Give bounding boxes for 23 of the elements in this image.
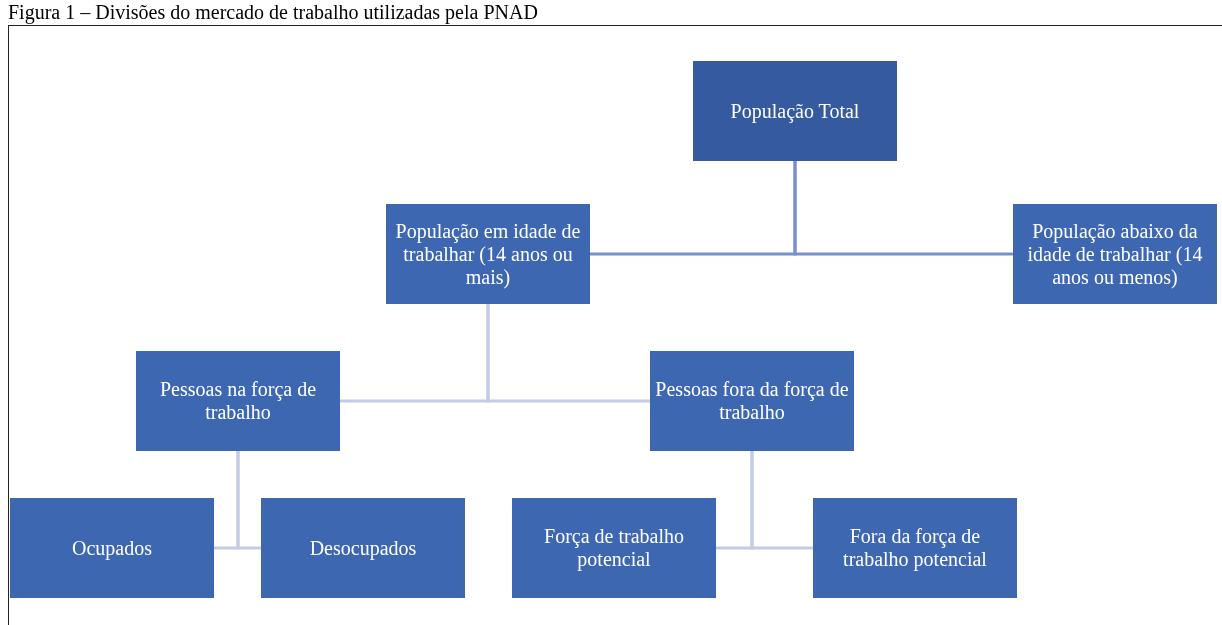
figure-title: Figura 1 – Divisões do mercado de trabalho utilizadas pela PNAD <box>8 0 538 24</box>
category-box <box>650 351 854 451</box>
box-label: Força de trabalho potencial <box>543 525 685 571</box>
box-label: População em idade de trabalhar (14 anos ou mais) <box>394 219 582 289</box>
category-box <box>10 498 214 598</box>
category-box <box>1013 204 1217 304</box>
connector-line <box>750 451 813 550</box>
box-label: Pessoas fora da força de trabalho <box>654 378 850 424</box>
box-label: População Total <box>730 99 860 123</box>
box-label: Pessoas na força de trabalho <box>158 378 318 424</box>
category-box <box>386 204 590 304</box>
category-box <box>261 498 465 598</box>
connector-line <box>486 304 650 403</box>
category-box <box>813 498 1017 598</box>
box-label: População abaixo da idade de trabalhar (14 anos ou menos) <box>1026 219 1204 289</box>
connector-line <box>793 161 1013 256</box>
connector-line <box>236 451 261 550</box>
box-label: Ocupados <box>72 536 152 560</box>
box-label: Fora da força de trabalho potencial <box>842 525 988 571</box>
box-label: Desocupados <box>309 536 417 560</box>
category-box <box>136 351 340 451</box>
category-box <box>512 498 716 598</box>
category-box <box>693 61 897 161</box>
